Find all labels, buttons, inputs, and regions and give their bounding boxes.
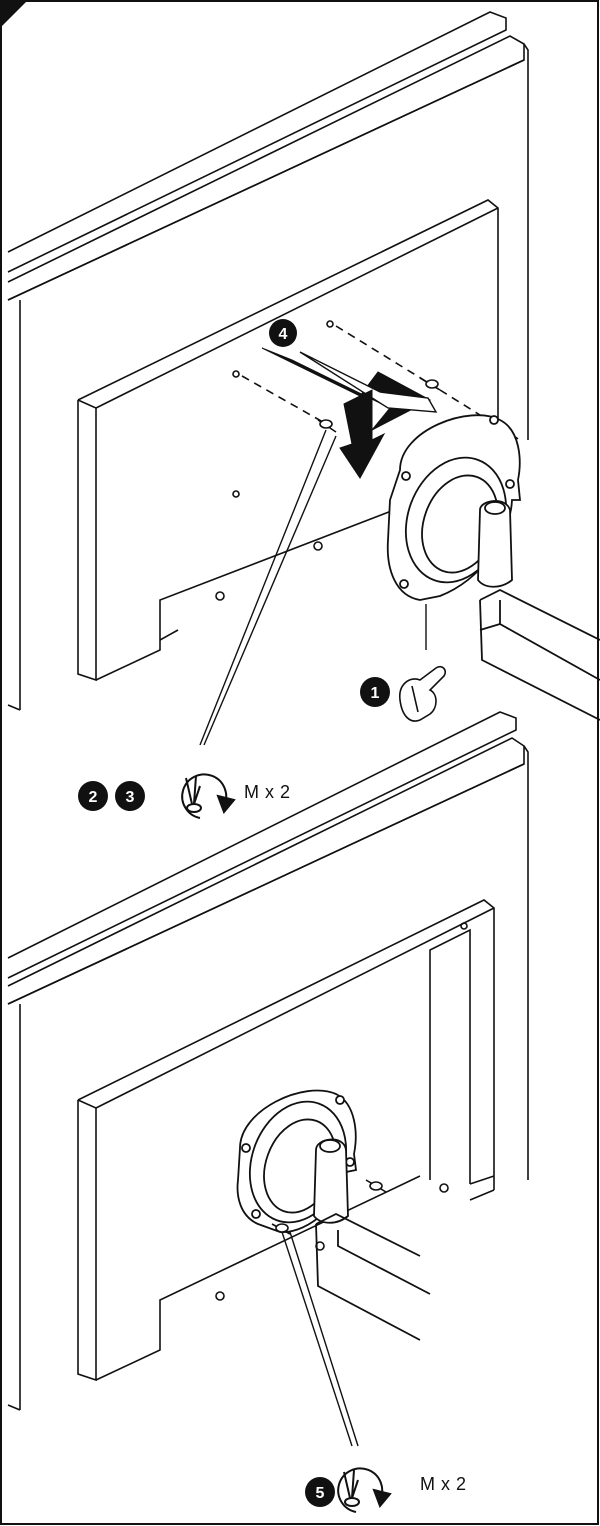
leader-lines-bottom <box>281 1231 359 1447</box>
step-1-badge: 1 <box>360 677 390 707</box>
screw-rotate-icon-bottom <box>337 1467 392 1513</box>
step-5-number: 5 <box>316 1485 325 1502</box>
step-2-badge: 2 <box>78 781 108 811</box>
step-3-badge: 3 <box>115 781 145 811</box>
step-5-badge: 5 <box>305 1477 335 1507</box>
corner-tab <box>0 0 28 28</box>
bottom-monitor <box>7 711 529 1411</box>
step-3-number: 3 <box>126 789 135 806</box>
step-4-badge: 4 <box>269 319 297 347</box>
step-1-number: 1 <box>371 685 380 702</box>
screw-bottom-right <box>365 1179 387 1193</box>
screw-top-right <box>419 377 441 391</box>
screw-count-label-top: M x 2 <box>244 782 291 802</box>
screw-top-left <box>317 419 337 433</box>
leader-lines-top <box>199 429 427 746</box>
step-4-number: 4 <box>279 326 288 343</box>
screw-count-label-bottom: M x 2 <box>420 1474 467 1494</box>
vesa-mount-bottom <box>236 1089 431 1341</box>
screw-rotate-icon-top <box>181 773 236 819</box>
vesa-mount-top <box>386 414 600 721</box>
slide-arrow-icon <box>261 347 438 479</box>
step-2-number: 2 <box>89 789 98 806</box>
screw-bottom-left <box>271 1223 291 1235</box>
hand-hold-icon <box>399 665 447 722</box>
top-monitor <box>7 11 529 711</box>
